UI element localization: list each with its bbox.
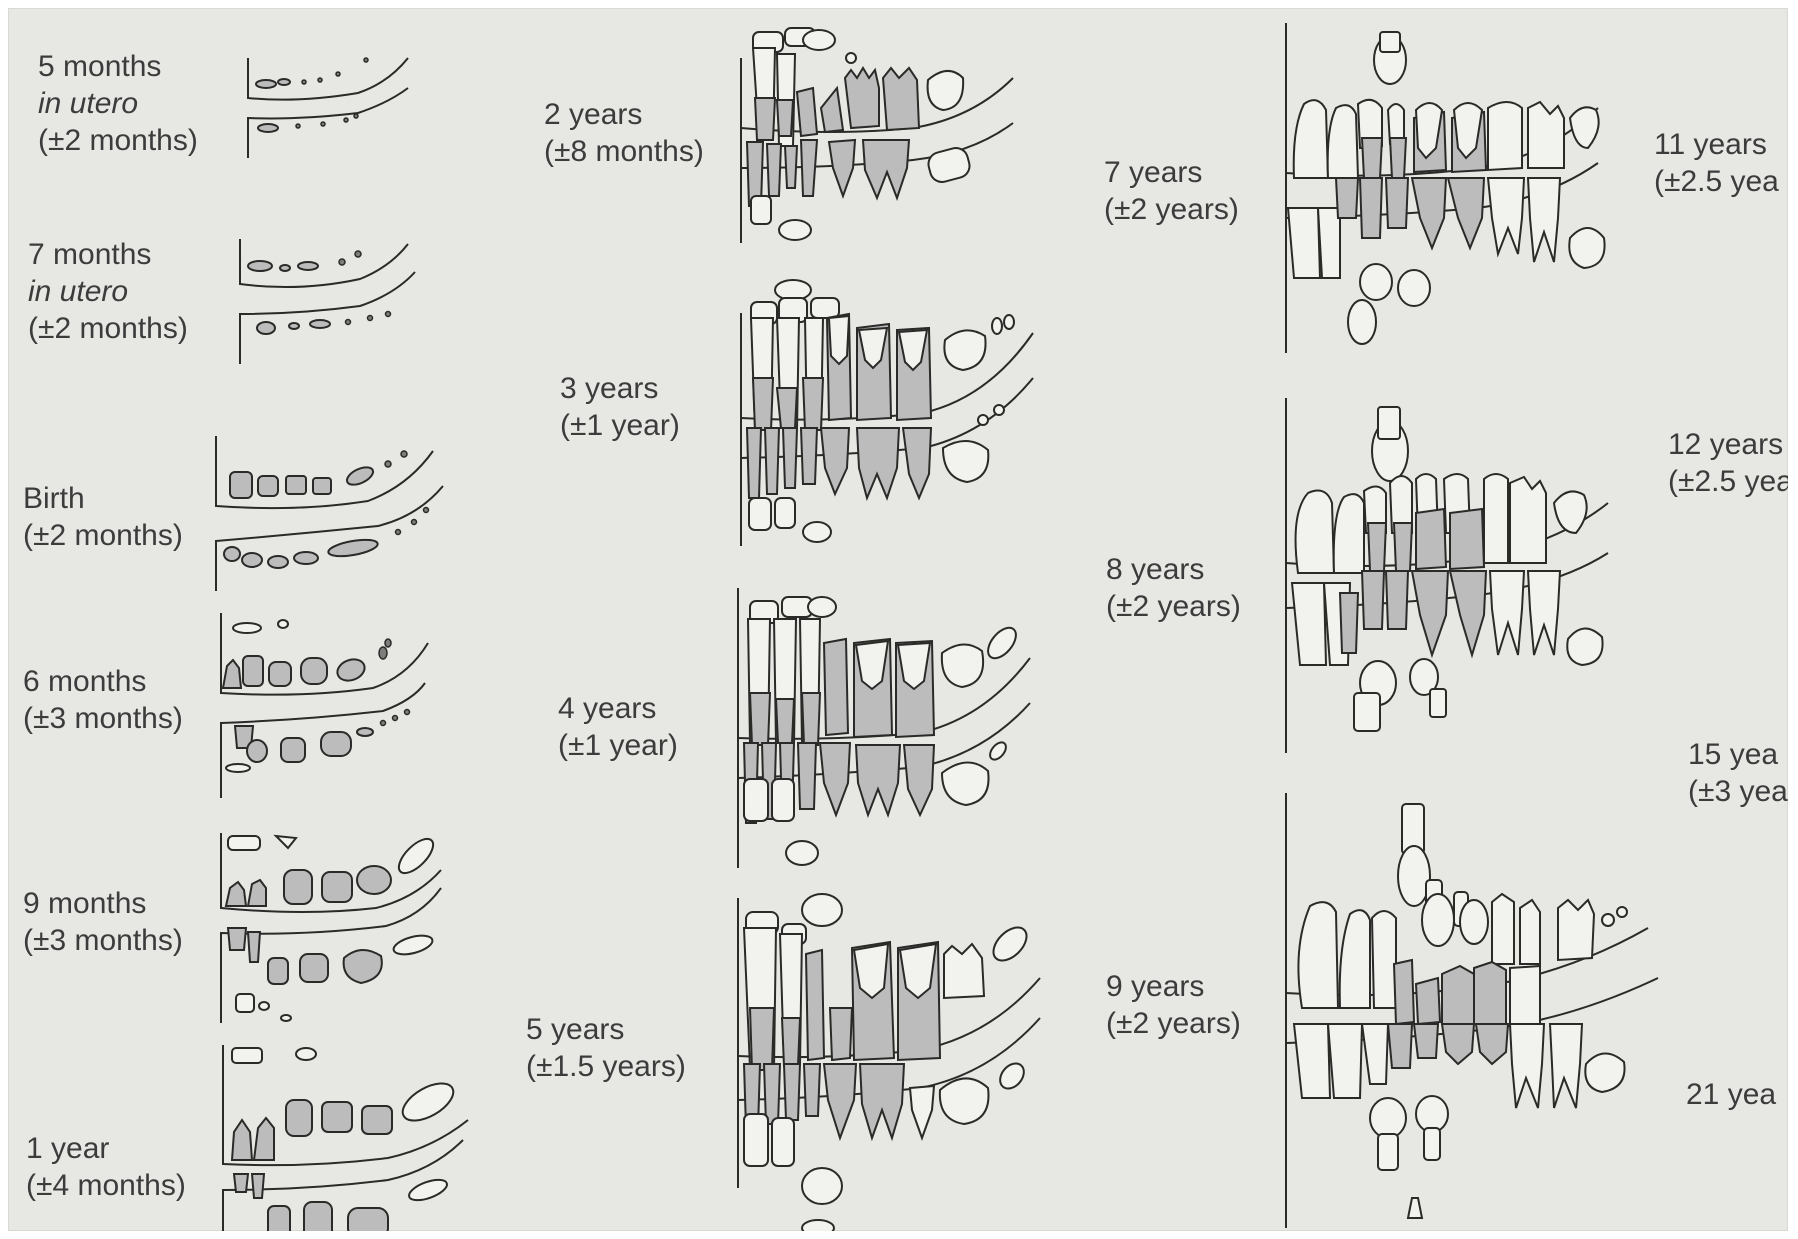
- range-text: (±2 months): [28, 310, 188, 347]
- range-text: (±2 years): [1106, 1005, 1241, 1042]
- dentition-panel-4-years: [730, 583, 1050, 878]
- age-text: 2 years: [544, 96, 704, 133]
- range-text: (±2 years): [1104, 191, 1239, 228]
- range-text: (±1 year): [560, 407, 680, 444]
- age-text: 7 years: [1104, 154, 1239, 191]
- range-text: (±2 months): [38, 122, 198, 159]
- range-text: (±1.5 years): [526, 1048, 686, 1085]
- qualifier-text: in utero: [38, 85, 198, 122]
- stage-label-9-months: 9 months (±3 months): [23, 885, 183, 959]
- stage-label-1-year: 1 year (±4 months): [26, 1130, 186, 1204]
- range-text: (±8 months): [544, 133, 704, 170]
- age-text: 5 months: [38, 48, 198, 85]
- dentition-panel-5-months-in-utero: [238, 48, 408, 173]
- dentition-panel-9-months: [216, 828, 446, 1033]
- range-text: (±4 months): [26, 1167, 186, 1204]
- dentition-panel-8-years: [1278, 393, 1618, 763]
- dental-development-chart: 5 months in utero (±2 months) 7 months i…: [8, 8, 1788, 1231]
- dentition-panel-3-years: [733, 278, 1053, 558]
- age-text: 9 years: [1106, 968, 1241, 1005]
- dentition-panel-2-years: [733, 18, 1033, 258]
- age-text: 12 years: [1668, 426, 1788, 463]
- stage-label-9-years: 9 years (±2 years): [1106, 968, 1241, 1042]
- dentition-panel-1-year: [218, 1040, 468, 1231]
- stage-label-birth: Birth (±2 months): [23, 480, 183, 554]
- dentition-panel-7-years: [1278, 18, 1618, 363]
- age-text: 3 years: [560, 370, 680, 407]
- range-text: (±2.5 yea: [1668, 463, 1788, 500]
- stage-label-5-years: 5 years (±1.5 years): [526, 1011, 686, 1085]
- stage-label-6-months: 6 months (±3 months): [23, 663, 183, 737]
- stage-label-21-years: 21 yea: [1686, 1076, 1776, 1113]
- dentition-panel-5-years: [730, 888, 1050, 1231]
- dentition-panel-9-years: [1278, 788, 1678, 1231]
- stage-label-4-years: 4 years (±1 year): [558, 690, 678, 764]
- range-text: (±3 months): [23, 922, 183, 959]
- stage-label-12-years: 12 years (±2.5 yea: [1668, 426, 1788, 500]
- dentition-panel-birth: [208, 426, 448, 601]
- age-text: 21 yea: [1686, 1076, 1776, 1113]
- age-text: 7 months: [28, 236, 188, 273]
- dentition-panel-7-months-in-utero: [230, 234, 420, 379]
- age-text: 15 yea: [1688, 736, 1788, 773]
- age-text: 8 years: [1106, 551, 1241, 588]
- stage-label-7-years: 7 years (±2 years): [1104, 154, 1239, 228]
- range-text: (±2.5 yea: [1654, 163, 1779, 200]
- stage-label-3-years: 3 years (±1 year): [560, 370, 680, 444]
- range-text: (±2 years): [1106, 588, 1241, 625]
- range-text: (±2 months): [23, 517, 183, 554]
- age-text: 1 year: [26, 1130, 186, 1167]
- dentition-panel-6-months: [213, 608, 433, 808]
- age-text: 11 years: [1654, 126, 1779, 163]
- age-text: 5 years: [526, 1011, 686, 1048]
- age-text: 9 months: [23, 885, 183, 922]
- stage-label-5-months-in-utero: 5 months in utero (±2 months): [38, 48, 198, 159]
- age-text: Birth: [23, 480, 183, 517]
- stage-label-8-years: 8 years (±2 years): [1106, 551, 1241, 625]
- range-text: (±1 year): [558, 727, 678, 764]
- stage-label-15-years: 15 yea (±3 yea: [1688, 736, 1788, 810]
- stage-label-2-years: 2 years (±8 months): [544, 96, 704, 170]
- age-text: 4 years: [558, 690, 678, 727]
- range-text: (±3 months): [23, 700, 183, 737]
- stage-label-7-months-in-utero: 7 months in utero (±2 months): [28, 236, 188, 347]
- range-text: (±3 yea: [1688, 773, 1788, 810]
- stage-label-11-years: 11 years (±2.5 yea: [1654, 126, 1779, 200]
- qualifier-text: in utero: [28, 273, 188, 310]
- age-text: 6 months: [23, 663, 183, 700]
